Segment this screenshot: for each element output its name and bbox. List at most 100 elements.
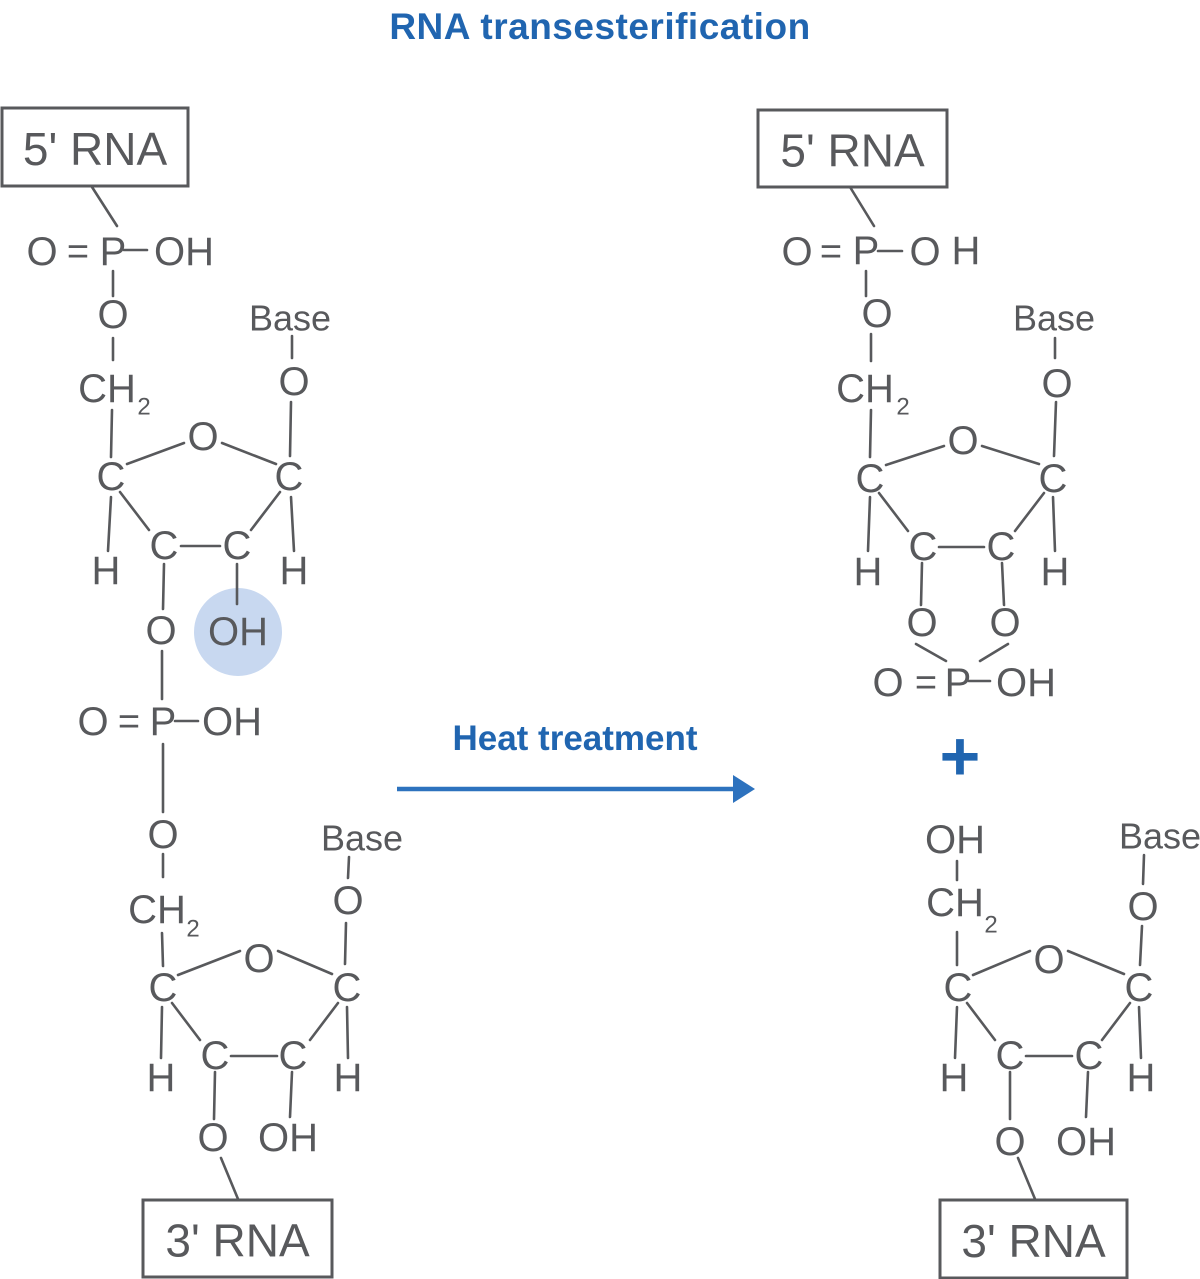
three-prime-rna-box [938, 1198, 1129, 1279]
atom-O: O [147, 813, 178, 857]
ring-O: O [947, 419, 978, 463]
atom-CH2: CH [926, 881, 984, 925]
atom-H: H [1127, 1056, 1156, 1100]
atom-OH: OH [1056, 1120, 1116, 1164]
bond [868, 408, 873, 459]
atom-O: O [97, 293, 128, 337]
atom-P: P [100, 230, 127, 274]
three-prime-rna-box [141, 1198, 334, 1279]
bond [848, 185, 876, 228]
atom-P: P [853, 229, 880, 273]
bond [212, 1070, 217, 1121]
bond [220, 441, 278, 466]
atom-H: H [280, 549, 309, 593]
atom-O: O [278, 360, 309, 404]
bond [249, 490, 282, 532]
bond [971, 949, 1032, 977]
bond [160, 931, 165, 968]
reaction-condition-label: Heat treatment [452, 719, 698, 758]
ring-O: O [187, 415, 218, 459]
atom-C: C [275, 455, 304, 499]
atom-P: P [945, 661, 972, 705]
atom-O: O [26, 230, 57, 274]
atom-O: O [1127, 885, 1158, 929]
bond [914, 642, 948, 663]
atom-H: H [334, 1056, 363, 1100]
atom-O: O [332, 879, 363, 923]
subscript-2: 2 [984, 912, 997, 939]
atom-CH2: CH [836, 367, 894, 411]
bond [1084, 1070, 1090, 1119]
atom-O: O [906, 601, 937, 645]
double-bond-symbol: = [118, 701, 140, 743]
bond [346, 855, 351, 880]
bond [884, 444, 946, 467]
bond [1138, 924, 1144, 967]
atom-O: O [872, 661, 903, 705]
three-prime-rna-label: 3' RNA [165, 1215, 310, 1267]
base-label: Base [321, 818, 403, 859]
bond [1051, 495, 1057, 553]
bond [288, 400, 293, 458]
atom-O: O [1041, 362, 1072, 406]
base-label: Base [1013, 298, 1095, 339]
atom-O: O [989, 601, 1020, 645]
bond [125, 441, 186, 466]
atom-H: H [952, 229, 981, 273]
bond [90, 185, 119, 228]
three-prime-rna-label: 3' RNA [961, 1215, 1106, 1267]
atom-OH: OH [202, 700, 262, 744]
plus-sign: + [939, 717, 981, 795]
bond [1066, 949, 1126, 976]
bond [978, 642, 1010, 663]
five-prime-rna-label: 5' RNA [780, 125, 925, 177]
atom-CH2: CH [78, 367, 136, 411]
bond [118, 490, 151, 532]
double-bond-symbol: = [915, 662, 937, 704]
bond [877, 491, 910, 533]
double-bond-symbol: = [820, 231, 842, 273]
atom-OH: OH [996, 661, 1056, 705]
bond [219, 1156, 240, 1201]
atom-C: C [97, 455, 126, 499]
bond [1137, 1005, 1143, 1060]
bond [1013, 491, 1046, 533]
atom-OH-5prime: OH [925, 818, 985, 862]
base-label: Base [249, 298, 331, 339]
atom-C: C [856, 457, 885, 501]
five-prime-rna-label: 5' RNA [23, 123, 168, 175]
atom-C: C [996, 1034, 1025, 1078]
bond [919, 561, 924, 607]
atom-C: C [150, 524, 179, 568]
atom-C: C [1039, 457, 1068, 501]
bond [288, 1070, 294, 1119]
atom-OH-2prime: OH [208, 610, 268, 654]
bond [276, 949, 334, 976]
atom-C: C [149, 966, 178, 1010]
atom-P: P [150, 700, 177, 744]
bond [866, 495, 872, 553]
atom-C: C [223, 524, 252, 568]
atom-H: H [92, 549, 121, 593]
bond [1141, 853, 1146, 886]
subscript-2: 2 [186, 916, 199, 943]
atom-H: H [1041, 550, 1070, 594]
five-prime-rna-box [0, 106, 190, 188]
bond [1016, 1156, 1037, 1201]
figure-title: RNA transesterification [389, 6, 811, 47]
bond [1100, 1001, 1132, 1042]
atom-C: C [1125, 966, 1154, 1010]
atom-C: C [333, 966, 362, 1010]
ring-O: O [243, 937, 274, 981]
atom-O: O [781, 230, 812, 274]
atom-H: H [940, 1056, 969, 1100]
bond [343, 921, 348, 966]
atom-C: C [944, 966, 973, 1010]
highlight-circle [194, 588, 282, 676]
atom-C: C [1075, 1034, 1104, 1078]
atom-C: C [909, 525, 938, 569]
atom-H: H [147, 1056, 176, 1100]
